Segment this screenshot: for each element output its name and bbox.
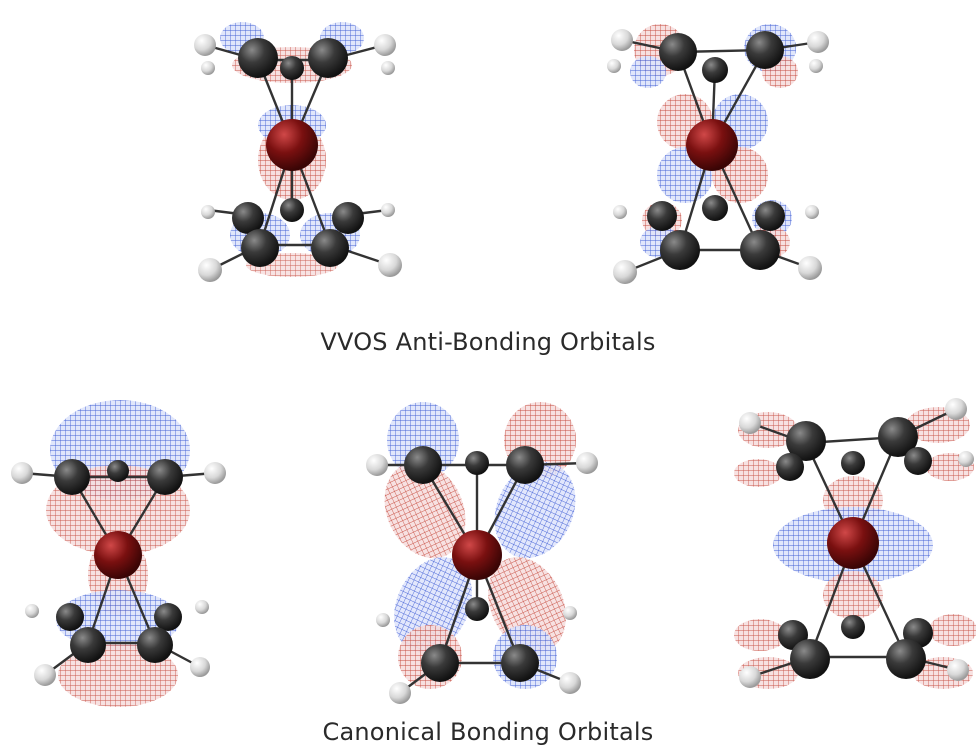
canonical-orbital-panel-2	[355, 395, 605, 710]
carbon-atom	[421, 644, 459, 682]
carbon-atom	[465, 451, 489, 475]
hydrogen-atom	[11, 462, 33, 484]
carbon-atom	[776, 453, 804, 481]
carbon-atom	[232, 202, 264, 234]
hydrogen-atom	[805, 205, 819, 219]
metal-atom	[266, 119, 318, 171]
vvos-orbital-panel-2	[600, 10, 840, 290]
lobe-positive	[823, 571, 883, 619]
carbon-atom	[904, 447, 932, 475]
hydrogen-atom	[194, 34, 216, 56]
carbon-atom	[647, 201, 677, 231]
hydrogen-atom	[607, 59, 621, 73]
carbon-atom	[241, 229, 279, 267]
carbon-atom	[506, 446, 544, 484]
hydrogen-atom	[198, 258, 222, 282]
hydrogen-atom	[798, 256, 822, 280]
carbon-atom	[308, 38, 348, 78]
metal-atom	[827, 517, 879, 569]
carbon-atom	[878, 417, 918, 457]
carbon-atom	[54, 459, 90, 495]
vvos-orbital-2-render	[607, 24, 829, 284]
carbon-atom	[238, 38, 278, 78]
hydrogen-atom	[34, 664, 56, 686]
carbon-atom	[886, 639, 926, 679]
carbon-atom	[660, 230, 700, 270]
metal-atom	[452, 530, 502, 580]
carbon-atom	[70, 627, 106, 663]
hydrogen-atom	[190, 657, 210, 677]
vvos-orbital-1-render	[194, 22, 402, 282]
hydrogen-atom	[381, 203, 395, 217]
hydrogen-atom	[613, 205, 627, 219]
canonical-orbital-1-render	[11, 400, 226, 707]
canonical-orbital-panel-3	[728, 395, 976, 710]
carbon-atom	[404, 446, 442, 484]
lobe-positive	[734, 619, 786, 651]
carbon-atom	[740, 230, 780, 270]
canonical-orbital-panel-1	[0, 395, 240, 710]
hydrogen-atom	[25, 604, 39, 618]
carbon-atom	[465, 597, 489, 621]
vvos-orbital-panel-1	[180, 10, 420, 290]
carbon-atom	[311, 229, 349, 267]
carbon-atom	[332, 202, 364, 234]
carbon-atom	[280, 198, 304, 222]
carbon-atom	[841, 615, 865, 639]
hydrogen-atom	[563, 606, 577, 620]
carbon-atom	[501, 644, 539, 682]
carbon-atom	[702, 57, 728, 83]
hydrogen-atom	[389, 682, 411, 704]
lobe-negative	[630, 56, 666, 88]
hydrogen-atom	[807, 31, 829, 53]
hydrogen-atom	[195, 600, 209, 614]
carbon-atom	[702, 195, 728, 221]
hydrogen-atom	[381, 61, 395, 75]
carbon-atom	[786, 421, 826, 461]
hydrogen-atom	[809, 59, 823, 73]
canonical-orbital-3-render	[734, 398, 976, 689]
carbon-atom	[841, 451, 865, 475]
carbon-atom	[154, 603, 182, 631]
hydrogen-atom	[613, 260, 637, 284]
carbon-atom	[107, 460, 129, 482]
carbon-atom	[56, 603, 84, 631]
hydrogen-atom	[204, 462, 226, 484]
canonical-caption: Canonical Bonding Orbitals	[322, 718, 654, 746]
hydrogen-atom	[201, 205, 215, 219]
hydrogen-atom	[559, 672, 581, 694]
carbon-atom	[137, 627, 173, 663]
carbon-atom	[280, 56, 304, 80]
lobe-positive	[929, 614, 976, 646]
hydrogen-atom	[739, 412, 761, 434]
lobe-positive	[384, 461, 466, 559]
hydrogen-atom	[947, 659, 969, 681]
hydrogen-atom	[958, 451, 974, 467]
hydrogen-atom	[374, 34, 396, 56]
vvos-caption: VVOS Anti-Bonding Orbitals	[320, 328, 656, 356]
hydrogen-atom	[576, 452, 598, 474]
carbon-atom	[755, 201, 785, 231]
hydrogen-atom	[376, 613, 390, 627]
hydrogen-atom	[366, 454, 388, 476]
carbon-atom	[790, 639, 830, 679]
canonical-orbital-2-render	[366, 402, 598, 704]
hydrogen-atom	[739, 666, 761, 688]
metal-atom	[94, 531, 142, 579]
lobe-positive	[734, 459, 782, 487]
carbon-atom	[147, 459, 183, 495]
hydrogen-atom	[201, 61, 215, 75]
carbon-atom	[746, 31, 784, 69]
carbon-atom	[659, 33, 697, 71]
hydrogen-atom	[945, 398, 967, 420]
hydrogen-atom	[378, 253, 402, 277]
hydrogen-atom	[611, 29, 633, 51]
metal-atom	[686, 119, 738, 171]
